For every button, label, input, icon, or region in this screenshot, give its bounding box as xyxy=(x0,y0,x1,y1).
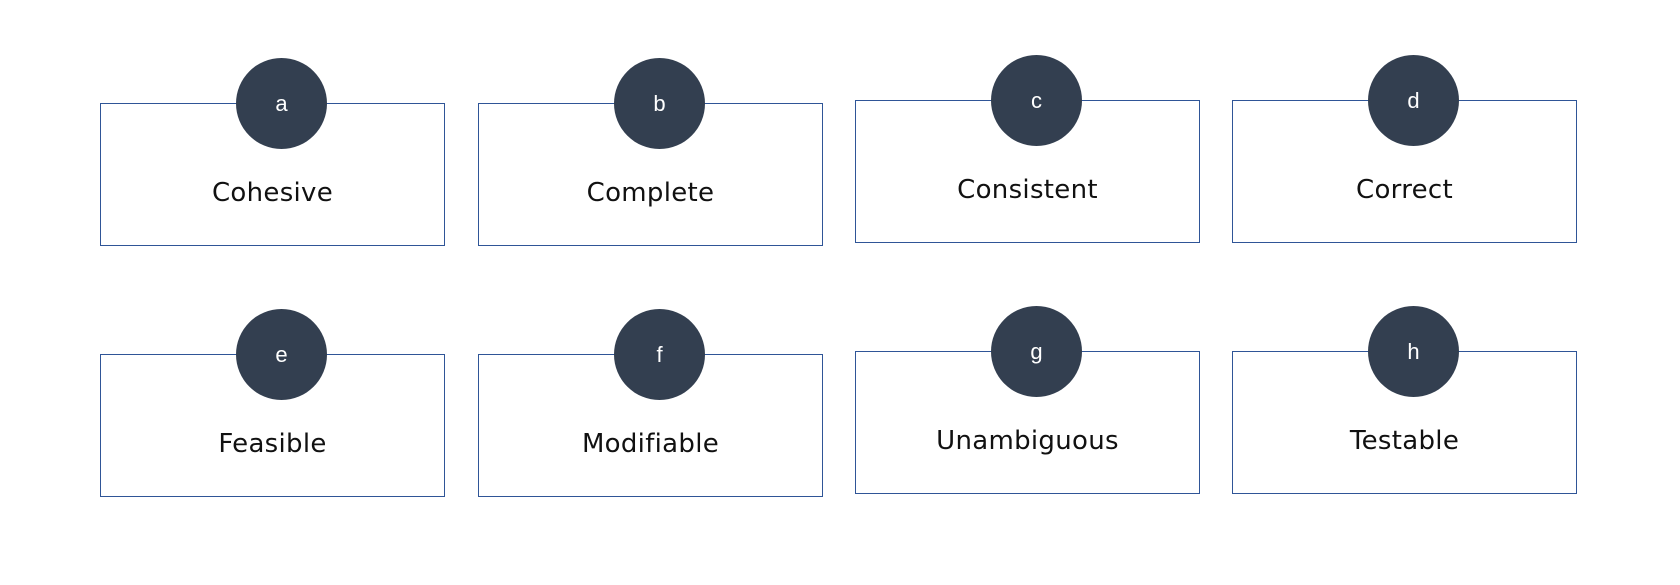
letter-badge-g: g xyxy=(991,306,1082,397)
card-label: Cohesive xyxy=(211,178,334,208)
card-label: Testable xyxy=(1349,426,1460,456)
letter-badge-a: a xyxy=(236,58,327,149)
card-label: Feasible xyxy=(218,429,327,459)
card-label: Consistent xyxy=(957,175,1098,205)
letter-badge-h: h xyxy=(1368,306,1459,397)
card-label: Unambiguous xyxy=(936,426,1119,456)
letter-badge-f: f xyxy=(614,309,705,400)
card-label: Correct xyxy=(1356,175,1453,205)
letter-badge-e: e xyxy=(236,309,327,400)
card-label: Complete xyxy=(586,178,715,208)
letter-badge-b: b xyxy=(614,58,705,149)
letter-badge-d: d xyxy=(1368,55,1459,146)
card-label: Modifiable xyxy=(581,429,720,459)
letter-badge-c: c xyxy=(991,55,1082,146)
